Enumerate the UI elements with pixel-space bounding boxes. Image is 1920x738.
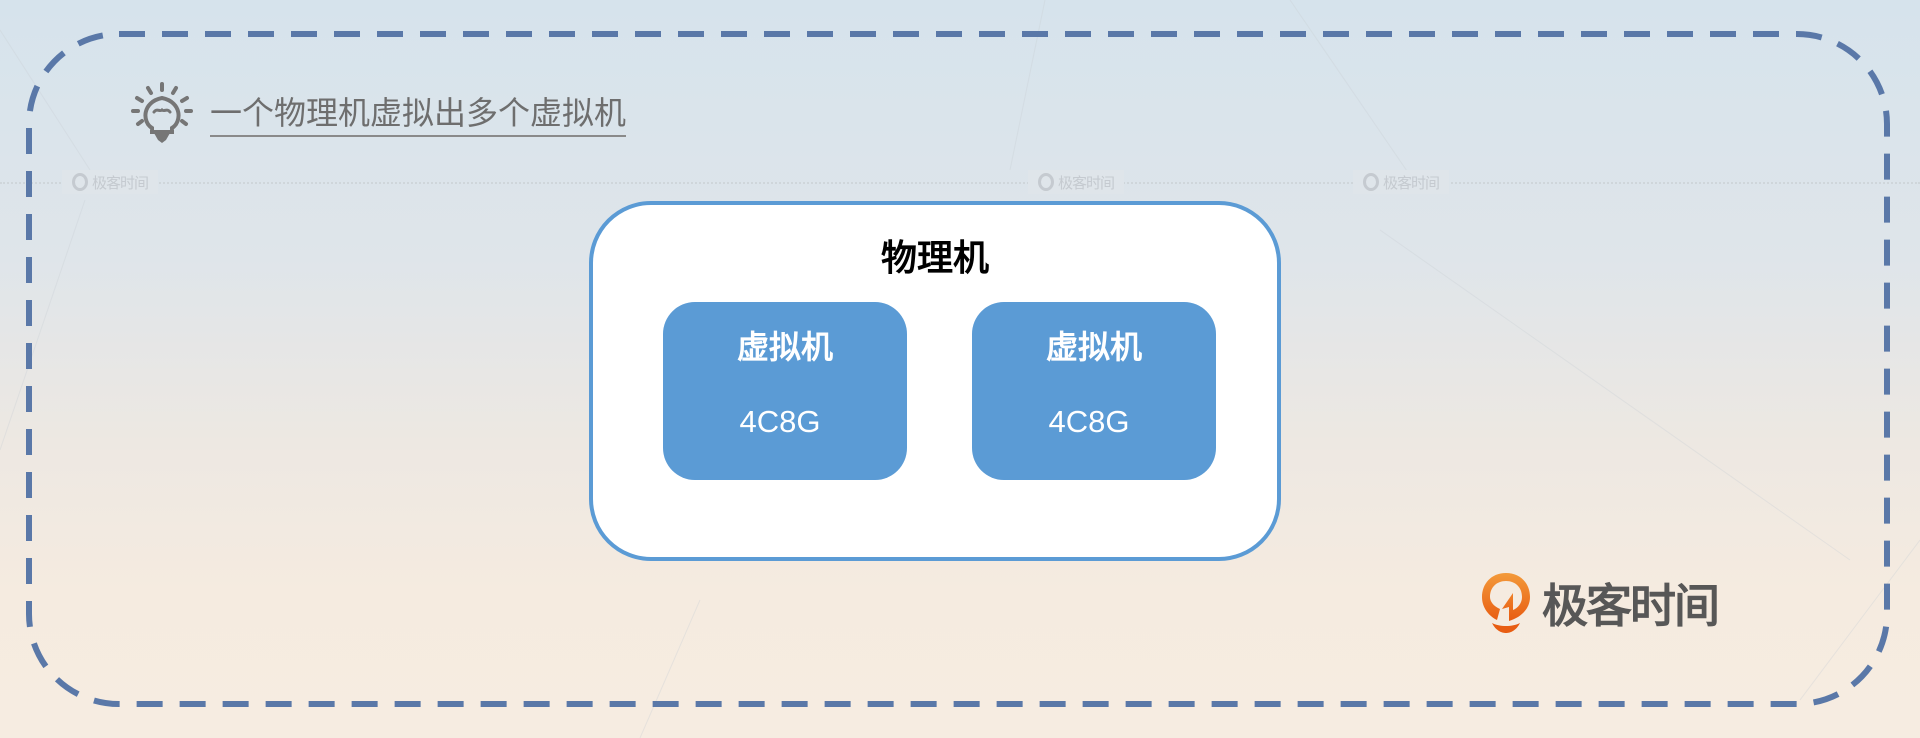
watermark-divider — [0, 182, 1920, 185]
watermark: 极客时间 — [1028, 170, 1125, 194]
geektime-watermark-icon — [1038, 173, 1054, 191]
virtual-machine-spec: 4C8G — [1048, 404, 1130, 439]
virtual-machine-spec: 4C8G — [739, 404, 821, 439]
physical-machine-box: 物理机 虚拟机 4C8G 虚拟机 4C8G — [589, 201, 1281, 561]
heading: 一个物理机虚拟出多个虚拟机 — [130, 82, 627, 146]
geektime-watermark-icon — [72, 173, 88, 191]
virtual-machine-label: 虚拟机 — [736, 328, 833, 366]
virtual-machine-label: 虚拟机 — [1045, 328, 1142, 366]
virtual-machine-box: 虚拟机 4C8G — [663, 302, 907, 480]
geektime-logo-icon — [1482, 573, 1530, 633]
geektime-watermark-icon — [1363, 173, 1379, 191]
physical-machine-label: 物理机 — [880, 238, 989, 279]
watermark: 极客时间 — [1353, 170, 1450, 194]
lightbulb-icon — [131, 82, 193, 143]
heading-title: 一个物理机虚拟出多个虚拟机 — [210, 91, 627, 137]
virtual-machine-box: 虚拟机 4C8G — [972, 302, 1216, 480]
watermark: 极客时间 — [62, 170, 159, 194]
brand-logo: 极客时间 — [1480, 570, 1720, 636]
brand-name: 极客时间 — [1542, 579, 1720, 633]
